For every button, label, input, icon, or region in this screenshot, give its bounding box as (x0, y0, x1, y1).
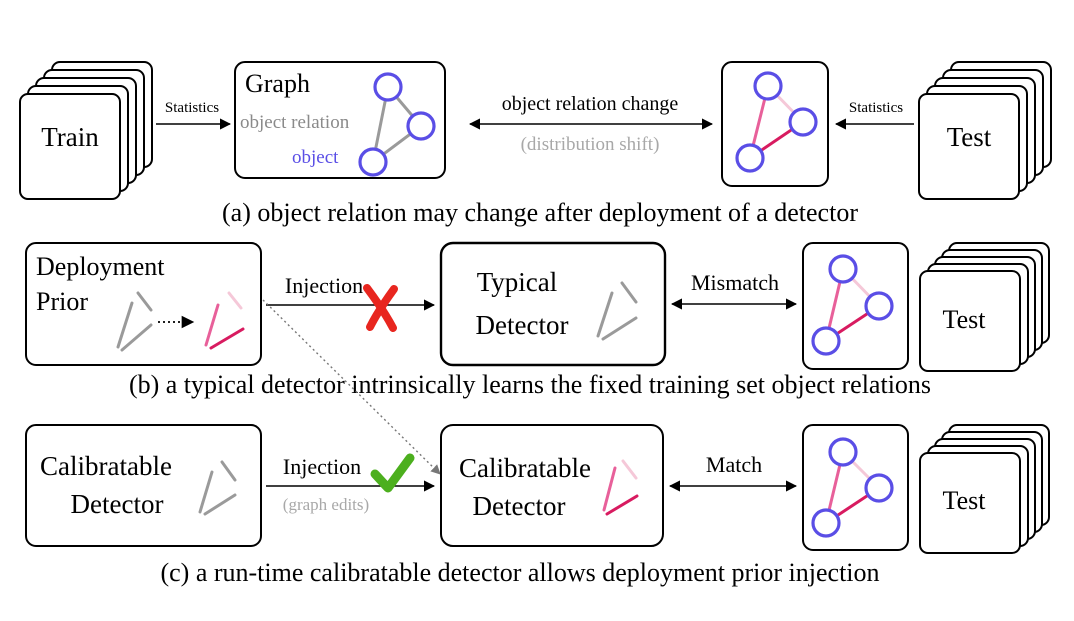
calibratable-right-line1: Calibratable (459, 453, 591, 483)
object-relation-label: object relation (240, 112, 350, 133)
calibratable-left-gray-edges-icon (198, 460, 237, 516)
typical-detector-line2: Detector (476, 310, 569, 340)
caption-a: (a) object relation may change after dep… (222, 198, 858, 227)
object-label: object (292, 147, 339, 168)
test-stack-a (918, 61, 1052, 200)
test-graph-box-c (802, 424, 909, 551)
shifted-graph-box (721, 61, 829, 187)
graph-edits-label: (graph edits) (283, 495, 369, 514)
deployment-prior-box (25, 242, 262, 366)
calibratable-right-line2: Detector (473, 491, 566, 521)
test-graph-box-b (802, 242, 909, 370)
distribution-shift-label: (distribution shift) (521, 134, 660, 155)
deployment-prior-line1: Deployment (36, 252, 165, 281)
prior-pink-edges-icon (204, 291, 245, 350)
calibratable-left-line2: Detector (71, 489, 164, 519)
graph-title: Graph (245, 69, 310, 98)
graph-diagram-gray (358, 72, 436, 177)
relation-change-label: object relation change (502, 93, 679, 115)
calibratable-left-line1: Calibratable (40, 451, 172, 481)
calibratable-detector-left-box (25, 424, 262, 547)
statistics-label-right: Statistics (849, 100, 903, 116)
statistics-label-left: Statistics (165, 100, 219, 116)
cross-icon (363, 284, 398, 332)
test-stack-b (919, 242, 1050, 372)
test-label-c: Test (943, 486, 987, 515)
calibratable-detector-right-box (440, 424, 664, 547)
test-label-b: Test (943, 305, 987, 334)
caption-b: (b) a typical detector intrinsically lea… (129, 370, 931, 399)
calibratable-right-pink-edges-icon (602, 459, 639, 516)
prior-gray-edges-icon (116, 291, 153, 352)
caption-c: (c) a run-time calibratable detector all… (160, 558, 879, 587)
graph-node (373, 72, 403, 102)
test-stack-c (919, 424, 1050, 554)
train-label: Train (41, 122, 99, 152)
train-stack (19, 61, 153, 200)
injection-label-c: Injection (283, 454, 361, 479)
graph-node (358, 147, 388, 177)
typical-detector-line1: Typical (477, 267, 558, 297)
injection-label-b: Injection (285, 273, 363, 298)
mismatch-label: Mismatch (691, 270, 779, 295)
prior-injection-dotted-arrow (262, 299, 441, 475)
check-icon (370, 453, 415, 493)
typical-detector-box (439, 241, 667, 367)
match-label: Match (706, 452, 762, 477)
typical-gray-edges-icon (596, 281, 638, 341)
graph-node (406, 111, 436, 141)
deployment-prior-line2: Prior (36, 287, 88, 316)
test-label-a: Test (947, 122, 992, 152)
